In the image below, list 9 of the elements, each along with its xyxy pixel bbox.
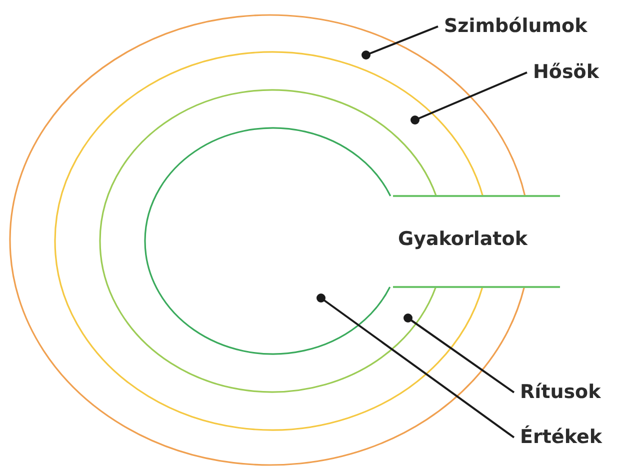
layer-label: Hősök: [533, 62, 599, 83]
leader-line: [410, 72, 528, 124]
leader-line: [362, 26, 438, 60]
layer-label: Szimbólumok: [444, 16, 588, 37]
layer-label: Értékek: [520, 427, 602, 448]
leader-line: [404, 314, 515, 394]
layer-label: Rítusok: [520, 382, 601, 403]
leader-line: [316, 294, 515, 438]
layer-label: Gyakorlatok: [398, 229, 528, 250]
